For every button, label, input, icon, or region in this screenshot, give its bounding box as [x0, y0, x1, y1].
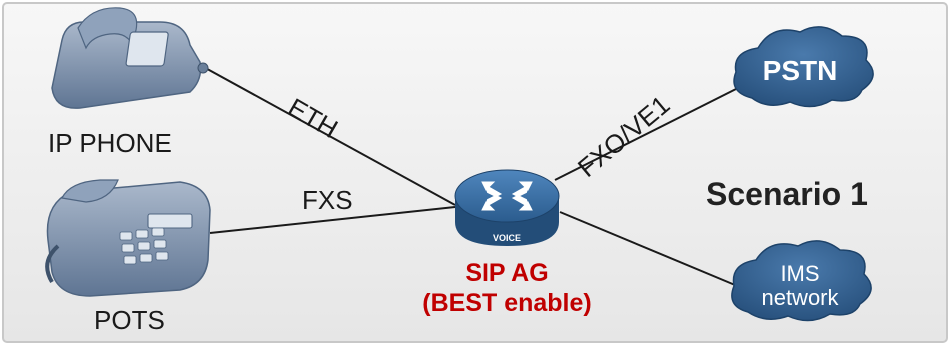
ims-label-line1: IMS — [780, 261, 819, 286]
fxs-link-label: FXS — [302, 185, 353, 215]
ip-phone-label: IP PHONE — [48, 128, 172, 158]
eth-link-line — [199, 64, 456, 206]
router-badge: VOICE — [493, 233, 521, 243]
sip-ag-router-icon: VOICE — [454, 169, 560, 246]
ims-cloud-icon: IMS network — [731, 240, 872, 322]
scenario-title: Scenario 1 — [706, 176, 868, 212]
fxs-link-line — [209, 206, 456, 234]
fxo-e1-link-line — [554, 87, 739, 181]
pots-label: POTS — [94, 305, 165, 335]
router-name: SIP AG — [465, 259, 549, 287]
ims-label-line2: network — [761, 285, 839, 310]
ims-link-line — [559, 211, 736, 286]
pstn-cloud-icon: PSTN — [733, 26, 874, 108]
pots-phone-icon — [45, 179, 211, 297]
ip-phone-icon — [51, 7, 209, 109]
pstn-label: PSTN — [763, 55, 838, 86]
router-subtitle: (BEST enable) — [422, 289, 592, 317]
diagram-frame — [2, 2, 948, 343]
